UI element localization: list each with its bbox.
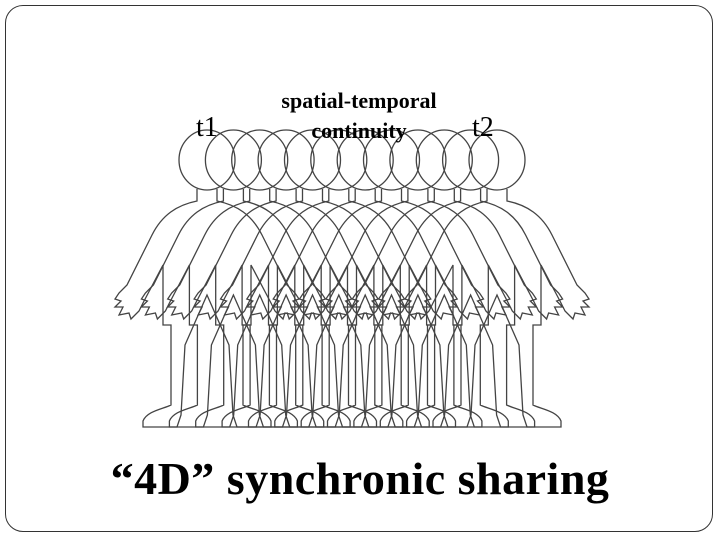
person-figure [325, 129, 511, 428]
person-figure [351, 129, 537, 428]
person-figure [246, 129, 432, 428]
spatial-temporal-line1: spatial-temporal [281, 88, 437, 113]
person-figure [193, 129, 379, 428]
person-figure [404, 129, 590, 428]
person-figure [219, 129, 406, 428]
slide-title: “4D” synchronic sharing [110, 453, 610, 504]
person-figure [140, 129, 327, 428]
person-figure [377, 129, 564, 428]
person-figure [298, 129, 485, 428]
person-figure [272, 129, 458, 428]
spatial-temporal-label: spatial-temporal continuity [256, 86, 462, 146]
label-t1: t1 [196, 112, 218, 143]
spatial-temporal-line2: continuity [311, 118, 407, 143]
person-figure [114, 129, 300, 428]
label-t2: t2 [472, 112, 494, 143]
person-figure [167, 129, 353, 428]
